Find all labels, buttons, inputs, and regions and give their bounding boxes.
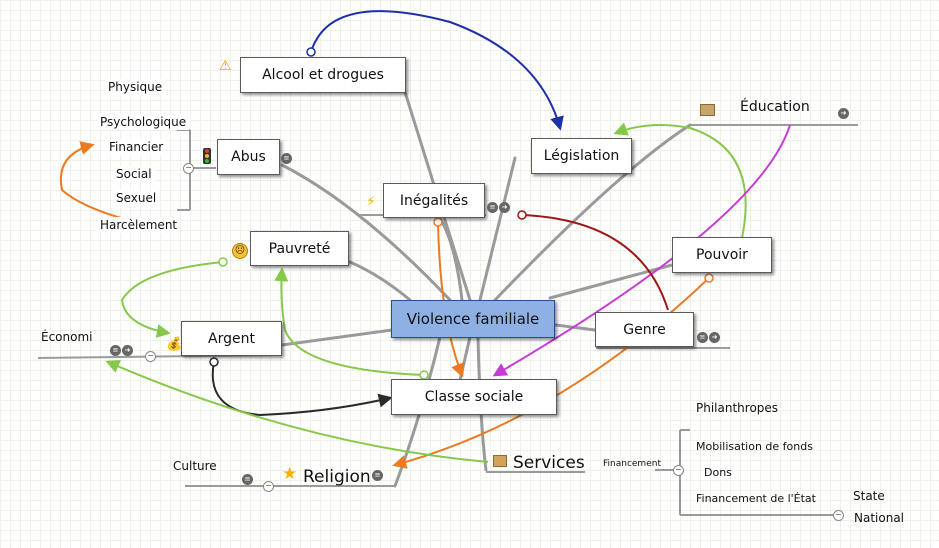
node-abus[interactable]: Abus bbox=[217, 139, 280, 175]
link-classe-pauvrete bbox=[274, 267, 425, 376]
label-education[interactable]: Éducation bbox=[740, 99, 810, 115]
link-argent-classe bbox=[211, 361, 393, 417]
money-bag-icon: 💰 bbox=[166, 337, 183, 352]
branch-lines bbox=[280, 90, 692, 488]
collapse-toggle-financement[interactable]: − bbox=[673, 465, 684, 476]
node-pouvoir[interactable]: Pouvoir bbox=[672, 237, 772, 273]
arrow-right-icon[interactable]: ➜ bbox=[709, 332, 720, 343]
link-services-economi bbox=[105, 360, 489, 463]
branch-legislation bbox=[478, 156, 517, 302]
label-financement-etat[interactable]: Financement de l'État bbox=[696, 492, 816, 505]
label-financement[interactable]: Financement bbox=[603, 459, 661, 469]
arrow-right-icon[interactable]: ➜ bbox=[838, 108, 849, 119]
warning-icon: ⚠ bbox=[219, 58, 232, 74]
node-legislation[interactable]: Législation bbox=[531, 138, 632, 174]
abus-child-sexuel[interactable]: Sexuel bbox=[113, 190, 160, 206]
link-education-classe bbox=[492, 124, 791, 377]
collapse-toggle-economi[interactable]: − bbox=[145, 351, 156, 362]
label-dons[interactable]: Dons bbox=[704, 466, 732, 479]
notes-icon[interactable]: ≡ bbox=[487, 202, 498, 213]
branch-genre bbox=[554, 323, 597, 332]
branch-religion bbox=[393, 335, 442, 488]
link-pauvrete-argent bbox=[120, 261, 224, 338]
link-inegalites-genre bbox=[521, 214, 669, 311]
label-economi[interactable]: Économi bbox=[41, 330, 93, 344]
package-icon bbox=[493, 455, 507, 467]
arrow-right-icon[interactable]: ➜ bbox=[122, 345, 133, 356]
collapse-toggle-abus[interactable]: − bbox=[183, 163, 194, 174]
node-argent[interactable]: Argent bbox=[181, 321, 282, 356]
branch-pauvrete bbox=[348, 260, 412, 302]
lightning-icon: ⚡ bbox=[366, 194, 376, 210]
label-state[interactable]: State bbox=[853, 489, 885, 503]
abus-child-financier[interactable]: Financier bbox=[106, 139, 167, 155]
abus-child-harcelement[interactable]: Harcèlement bbox=[97, 217, 181, 233]
abus-child-social[interactable]: Social bbox=[113, 166, 155, 182]
notes-icon[interactable]: ≡ bbox=[697, 332, 708, 343]
notes-icon[interactable]: ≡ bbox=[242, 474, 253, 485]
collapse-toggle-culture[interactable]: − bbox=[263, 481, 274, 492]
node-genre[interactable]: Genre bbox=[595, 312, 694, 347]
sad-face-icon: ☹ bbox=[232, 243, 248, 259]
node-pauvrete[interactable]: Pauvreté bbox=[250, 231, 349, 266]
label-religion[interactable]: Religion bbox=[303, 467, 371, 487]
label-services[interactable]: Services bbox=[513, 453, 585, 473]
abus-child-physique[interactable]: Physique bbox=[105, 79, 166, 95]
node-central[interactable]: Violence familiale bbox=[391, 300, 555, 338]
traffic-light-icon bbox=[203, 148, 213, 164]
star-icon: ★ bbox=[282, 464, 298, 484]
notes-icon[interactable]: ≡ bbox=[281, 153, 292, 164]
branch-education bbox=[493, 123, 692, 302]
briefcase-icon bbox=[700, 104, 715, 116]
label-mobilisation[interactable]: Mobilisation de fonds bbox=[696, 440, 813, 453]
notes-icon[interactable]: ≡ bbox=[110, 345, 121, 356]
abus-child-psychologique[interactable]: Psychologique bbox=[97, 114, 190, 130]
notes-icon[interactable]: ≡ bbox=[372, 470, 383, 481]
label-national[interactable]: National bbox=[854, 511, 905, 525]
node-alcool[interactable]: Alcool et drogues bbox=[240, 57, 406, 93]
branch-argent bbox=[280, 328, 394, 347]
label-culture[interactable]: Culture bbox=[173, 459, 217, 473]
link-alcool-legislation bbox=[310, 10, 564, 131]
node-classe[interactable]: Classe sociale bbox=[391, 379, 557, 415]
node-inegalites[interactable]: Inégalités bbox=[383, 183, 485, 218]
label-philanthropes[interactable]: Philanthropes bbox=[696, 401, 779, 415]
branch-pouvoir bbox=[548, 263, 674, 300]
arrow-right-icon[interactable]: ➜ bbox=[499, 202, 510, 213]
branch-abus bbox=[280, 163, 452, 302]
link-pouvoir-legislation bbox=[613, 122, 747, 239]
collapse-toggle-state[interactable]: − bbox=[833, 510, 844, 521]
